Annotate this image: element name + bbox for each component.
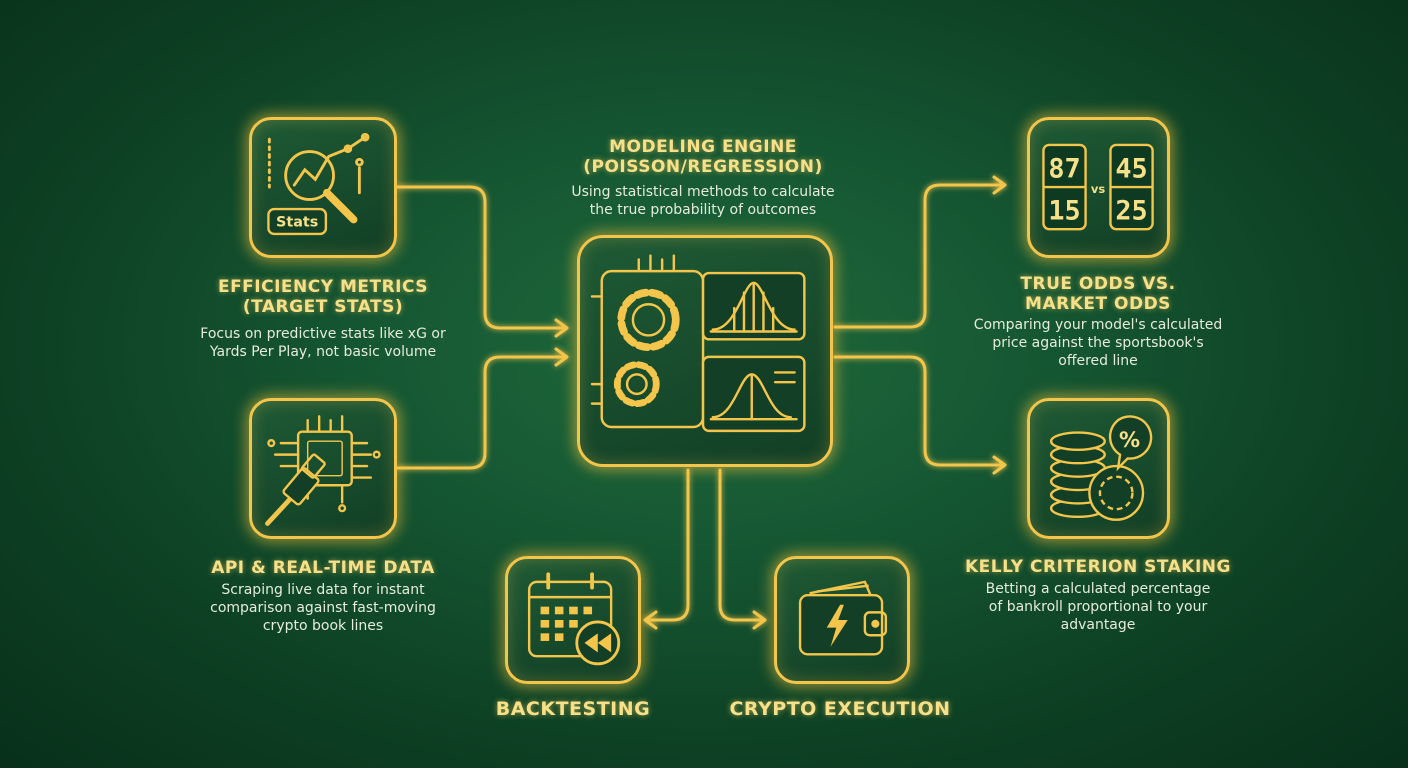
usb-chip-icon xyxy=(265,415,381,526)
odds-desc-line3: offered line xyxy=(1058,353,1138,369)
kelly-box: % xyxy=(1027,398,1170,539)
odds-desc-line2: price against the sportsbook's xyxy=(992,335,1204,351)
score-market-bottom: 25 xyxy=(1115,196,1147,227)
score-true-bottom: 15 xyxy=(1048,196,1080,227)
api-desc-line3: crypto book lines xyxy=(262,618,384,634)
wire-engine-to-odds xyxy=(833,183,1005,329)
odds-desc: Comparing your model's calculated price … xyxy=(948,316,1248,370)
kelly-desc-line3: advantage xyxy=(1060,617,1136,633)
efficiency-title-line2: (TARGET STATS) xyxy=(242,297,404,317)
engine-title-line2: (POISSON/REGRESSION) xyxy=(583,157,823,177)
gears-distribution-icon xyxy=(590,254,806,433)
odds-title-line1: TRUE ODDS VS. xyxy=(1020,274,1176,294)
scoreboard-icon: 87 15 45 25 vs xyxy=(1042,143,1154,231)
api-title: API & REAL-TIME DATA xyxy=(211,558,435,578)
api-data-box xyxy=(249,398,397,539)
efficiency-title-line1: EFFICIENCY METRICS xyxy=(217,277,429,297)
score-true-top: 87 xyxy=(1048,153,1080,184)
crypto-title: CRYPTO EXECUTION xyxy=(729,698,951,720)
api-desc-line2: comparison against fast-moving xyxy=(210,600,436,616)
kelly-desc: Betting a calculated percentage of bankr… xyxy=(948,580,1248,634)
wire-engine-to-kelly xyxy=(833,355,1005,467)
arrow-crypto xyxy=(752,610,767,630)
kelly-desc-line2: of bankroll proportional to your xyxy=(988,599,1208,615)
vs-label: vs xyxy=(1091,182,1105,196)
efficiency-desc-line1: Focus on predictive stats like xG or xyxy=(200,326,446,342)
wallet-lightning-icon xyxy=(798,580,888,656)
true-odds-box: 87 15 45 25 vs xyxy=(1027,117,1170,258)
api-desc-line1: Scraping live data for instant xyxy=(221,582,425,598)
efficiency-metrics-box: Stats xyxy=(249,117,397,258)
api-desc: Scraping live data for instant compariso… xyxy=(173,581,473,635)
calendar-rewind-icon xyxy=(527,572,621,666)
backtesting-box xyxy=(505,556,641,684)
efficiency-title: EFFICIENCY METRICS (TARGET STATS) xyxy=(193,277,453,317)
wire-api-to-engine xyxy=(395,355,567,470)
odds-desc-line1: Comparing your model's calculated xyxy=(973,317,1223,333)
backtesting-title: BACKTESTING xyxy=(495,698,651,720)
engine-desc: Using statistical methods to calculate t… xyxy=(543,183,863,219)
arrow-backtesting xyxy=(643,610,658,630)
wire-engine-to-backtesting xyxy=(645,468,690,622)
stats-label: Stats xyxy=(276,214,318,230)
engine-title-line1: MODELING ENGINE xyxy=(609,137,797,157)
wire-engine-to-crypto xyxy=(718,468,765,622)
modeling-engine-box xyxy=(577,235,833,467)
odds-title: TRUE ODDS VS. MARKET ODDS xyxy=(948,274,1248,314)
magnifier-chart-icon: Stats xyxy=(267,132,370,236)
engine-desc-line1: Using statistical methods to calculate xyxy=(571,184,835,200)
arrow-api xyxy=(554,347,569,367)
efficiency-desc-line2: Yards Per Play, not basic volume xyxy=(209,344,437,360)
arrow-kelly xyxy=(992,455,1007,475)
efficiency-desc: Focus on predictive stats like xG or Yar… xyxy=(173,325,473,361)
engine-desc-line2: the true probability of outcomes xyxy=(589,202,817,218)
percent-badge: % xyxy=(1119,427,1140,452)
crypto-execution-box xyxy=(774,556,910,684)
kelly-title: KELLY CRITERION STAKING xyxy=(964,557,1231,577)
wire-efficiency-to-engine xyxy=(395,185,567,330)
arrow-efficiency xyxy=(554,318,569,338)
chips-percent-icon: % xyxy=(1049,415,1153,521)
score-market-top: 45 xyxy=(1115,153,1147,184)
odds-title-line2: MARKET ODDS xyxy=(1025,294,1171,314)
engine-title: MODELING ENGINE (POISSON/REGRESSION) xyxy=(553,137,853,177)
arrow-odds xyxy=(992,175,1007,195)
kelly-desc-line1: Betting a calculated percentage xyxy=(985,581,1211,597)
